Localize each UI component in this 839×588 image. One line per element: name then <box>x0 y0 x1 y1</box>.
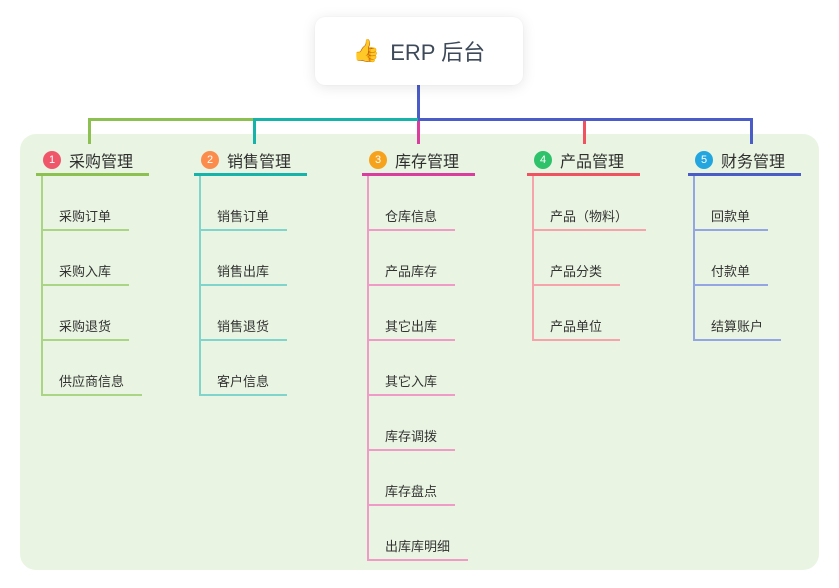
node-label: 采购订单 <box>43 206 130 231</box>
branch-product-children: 产品（物料） 产品分类 产品单位 <box>532 176 647 341</box>
node-payment-order[interactable]: 付款单 <box>695 231 781 286</box>
node-label: 库存盘点 <box>369 481 456 506</box>
node-other-inbound[interactable]: 其它入库 <box>369 341 468 396</box>
branch-product: 4 产品管理 产品（物料） 产品分类 产品单位 <box>527 146 647 341</box>
branch-finance-header[interactable]: 5 财务管理 <box>688 146 802 176</box>
node-sales-outbound[interactable]: 销售出库 <box>201 231 288 286</box>
branch-number-badge: 1 <box>43 150 61 169</box>
connector-stub-inventory <box>417 121 420 144</box>
branch-sales: 2 销售管理 销售订单 销售出库 销售退货 客户信息 <box>194 146 308 396</box>
node-label: 产品（物料） <box>534 206 647 231</box>
thumbs-up-icon: 👍 <box>352 38 381 63</box>
node-label: 其它出库 <box>369 316 456 341</box>
node-label: 库存调拨 <box>369 426 456 451</box>
node-product-stock[interactable]: 产品库存 <box>369 231 468 286</box>
connector-bus-segment-1 <box>88 118 256 121</box>
branch-number-badge: 2 <box>201 150 219 169</box>
connector-stub-product <box>583 121 586 144</box>
node-product-unit[interactable]: 产品单位 <box>534 286 646 341</box>
node-label: 仓库信息 <box>369 206 456 231</box>
node-label: 销售出库 <box>201 261 288 286</box>
branch-label: 库存管理 <box>395 153 460 171</box>
node-product-category[interactable]: 产品分类 <box>534 231 646 286</box>
node-stock-transfer[interactable]: 库存调拨 <box>369 396 468 451</box>
branch-finance-children: 回款单 付款单 结算账户 <box>693 176 782 341</box>
branch-number-badge: 5 <box>695 150 713 169</box>
node-label: 出库库明细 <box>369 536 469 561</box>
branch-number-badge: 4 <box>534 150 552 169</box>
connector-bus-segment-2 <box>253 118 421 121</box>
connector-stub-finance <box>750 118 753 144</box>
node-label: 采购入库 <box>43 261 130 286</box>
root-node[interactable]: 👍 ERP 后台 <box>315 17 523 85</box>
node-outbound-detail[interactable]: 出库库明细 <box>369 506 469 561</box>
branch-inventory-children: 仓库信息 产品库存 其它出库 其它入库 库存调拨 库存盘点 出库库明细 <box>367 176 469 561</box>
node-label: 产品分类 <box>534 261 621 286</box>
node-customer-info[interactable]: 客户信息 <box>201 341 288 396</box>
node-settlement-account[interactable]: 结算账户 <box>695 286 782 341</box>
node-purchase-inbound[interactable]: 采购入库 <box>43 231 142 286</box>
branch-purchase: 1 采购管理 采购订单 采购入库 采购退货 供应商信息 <box>36 146 150 396</box>
connector-stub-sales <box>253 118 256 144</box>
branch-label: 产品管理 <box>560 153 625 171</box>
node-label: 其它入库 <box>369 371 456 396</box>
node-label: 销售退货 <box>201 316 288 341</box>
connector-bus-segment-3 <box>418 118 753 121</box>
node-label: 供应商信息 <box>43 371 143 396</box>
branch-label: 销售管理 <box>227 153 292 171</box>
branch-purchase-children: 采购订单 采购入库 采购退货 供应商信息 <box>41 176 143 396</box>
node-supplier-info[interactable]: 供应商信息 <box>43 341 143 396</box>
node-purchase-order[interactable]: 采购订单 <box>43 176 142 231</box>
node-sales-order[interactable]: 销售订单 <box>201 176 288 231</box>
connector-stub-purchase <box>88 118 91 144</box>
branch-label: 采购管理 <box>69 153 134 171</box>
branch-purchase-header[interactable]: 1 采购管理 <box>36 146 150 176</box>
node-warehouse-info[interactable]: 仓库信息 <box>369 176 468 231</box>
branch-inventory-header[interactable]: 3 库存管理 <box>362 146 476 176</box>
branch-sales-children: 销售订单 销售出库 销售退货 客户信息 <box>199 176 288 396</box>
connector-root-line <box>417 85 420 118</box>
branches-canvas <box>20 134 819 570</box>
branch-sales-header[interactable]: 2 销售管理 <box>194 146 308 176</box>
branch-finance: 5 财务管理 回款单 付款单 结算账户 <box>688 146 802 341</box>
node-receipt-order[interactable]: 回款单 <box>695 176 781 231</box>
node-purchase-return[interactable]: 采购退货 <box>43 286 142 341</box>
node-label: 采购退货 <box>43 316 130 341</box>
root-title: ERP 后台 <box>390 40 486 65</box>
node-sales-return[interactable]: 销售退货 <box>201 286 288 341</box>
branch-label: 财务管理 <box>721 153 786 171</box>
node-label: 付款单 <box>695 261 769 286</box>
branch-number-badge: 3 <box>369 150 387 169</box>
node-label: 客户信息 <box>201 371 288 396</box>
node-stock-count[interactable]: 库存盘点 <box>369 451 468 506</box>
node-other-outbound[interactable]: 其它出库 <box>369 286 468 341</box>
node-label: 回款单 <box>695 206 769 231</box>
branch-inventory: 3 库存管理 仓库信息 产品库存 其它出库 其它入库 库存调拨 库存盘点 出库库… <box>362 146 476 561</box>
node-label: 销售订单 <box>201 206 288 231</box>
node-product-material[interactable]: 产品（物料） <box>534 176 647 231</box>
node-label: 产品库存 <box>369 261 456 286</box>
node-label: 结算账户 <box>695 316 782 341</box>
branch-product-header[interactable]: 4 产品管理 <box>527 146 641 176</box>
node-label: 产品单位 <box>534 316 621 341</box>
